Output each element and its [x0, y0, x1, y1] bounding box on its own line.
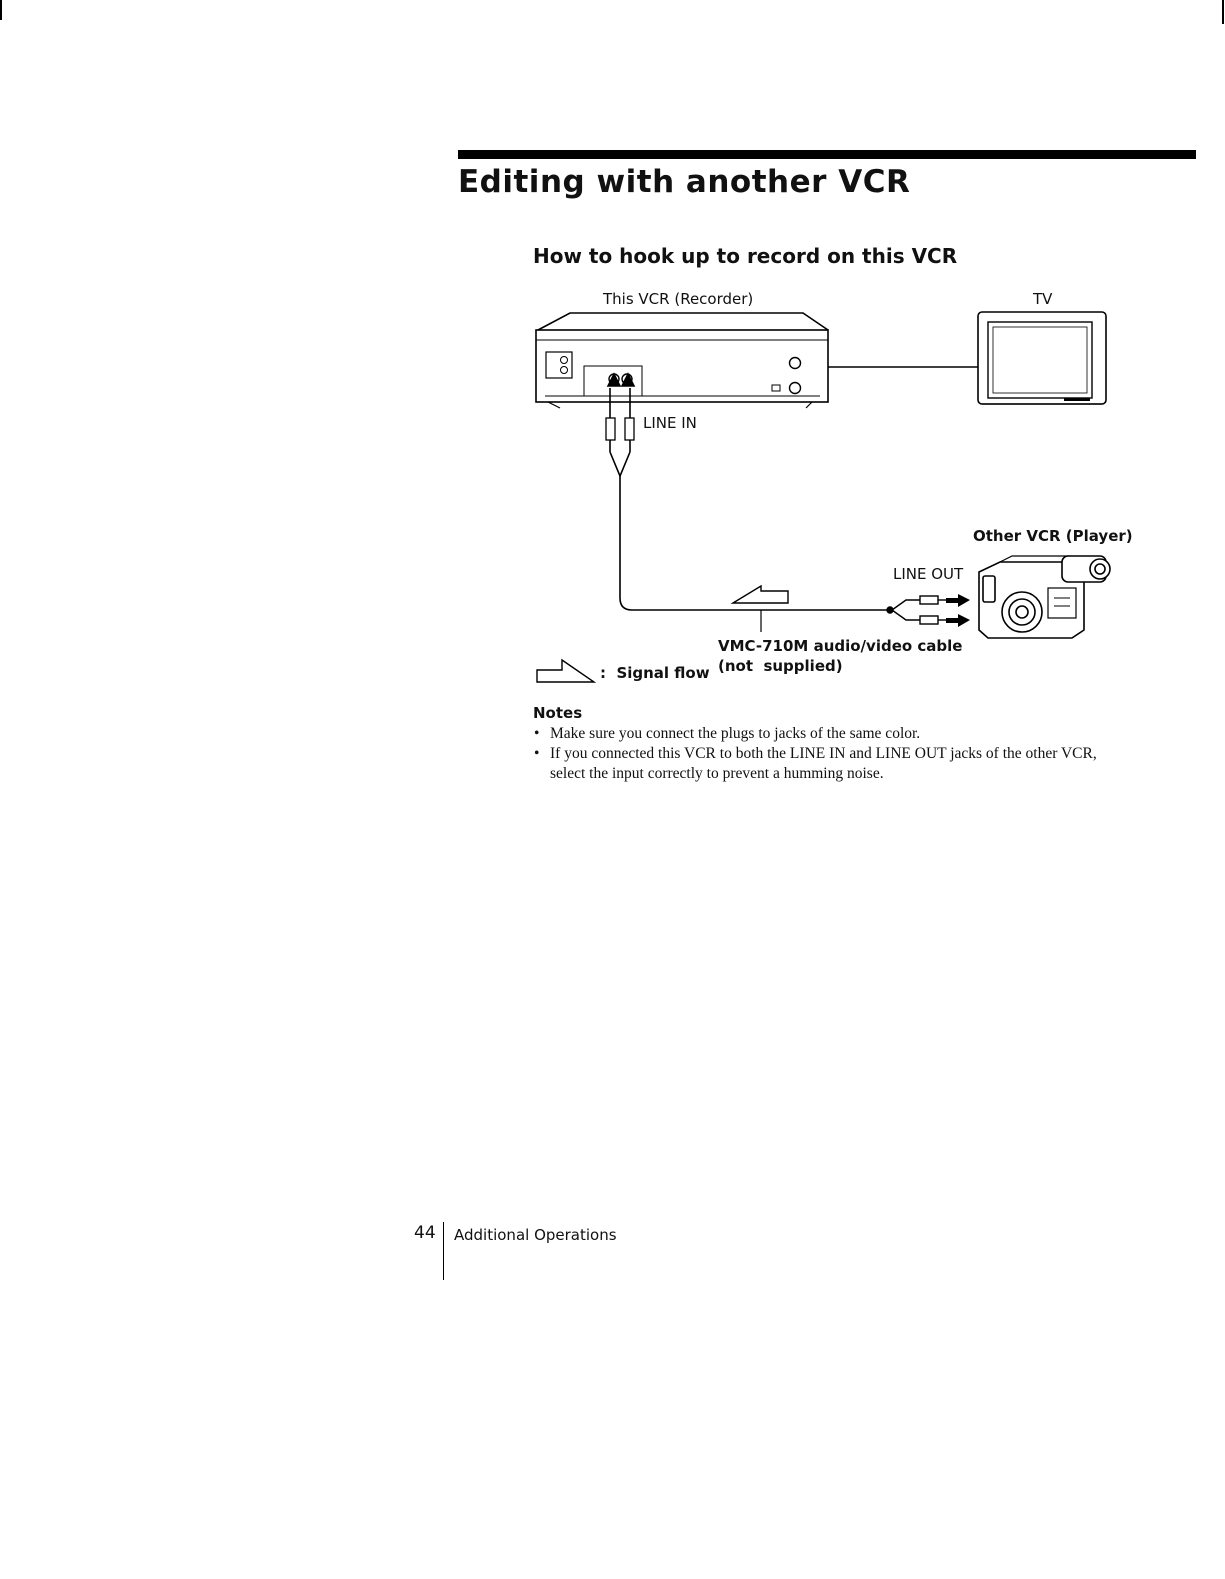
cable-label-line1: VMC-710M audio/video cable: [718, 637, 963, 655]
note-item: Make sure you connect the plugs to jacks…: [533, 724, 1123, 744]
player-label: Other VCR (Player): [973, 527, 1133, 545]
section-title: How to hook up to record on this VCR: [533, 244, 958, 268]
recorder-vcr-illustration: [535, 312, 829, 409]
note-item: If you connected this VCR to both the LI…: [533, 744, 1123, 784]
av-cable: [619, 476, 892, 611]
footer-divider: [443, 1222, 444, 1280]
line-in-plugs: [605, 372, 636, 479]
tv-illustration: [977, 311, 1107, 405]
signal-flow-arrow: [730, 584, 789, 604]
cable-label-line2: (not supplied): [718, 657, 843, 675]
title-rule: [458, 150, 1196, 159]
line-out-plugs: [886, 595, 946, 625]
scan-edge-left: [0, 0, 2, 20]
notes-list: Make sure you connect the plugs to jacks…: [533, 724, 1123, 784]
signal-flow-label: : Signal flow: [600, 664, 710, 682]
connection-diagram: [535, 311, 1111, 683]
scan-edge-right: [1222, 0, 1224, 24]
page-title: Editing with another VCR: [458, 164, 911, 200]
line-out-label: LINE OUT: [893, 565, 964, 583]
recorder-label: This VCR (Recorder): [603, 290, 754, 308]
tv-label: TV: [1033, 290, 1053, 308]
signal-flow-legend-icon: [536, 658, 597, 683]
notes-heading: Notes: [533, 704, 583, 722]
line-out-arrows: [946, 594, 970, 627]
camcorder-illustration: [978, 555, 1111, 639]
page-number: 44: [414, 1223, 436, 1243]
footer-section: Additional Operations: [454, 1226, 617, 1244]
line-in-label: LINE IN: [643, 414, 697, 432]
